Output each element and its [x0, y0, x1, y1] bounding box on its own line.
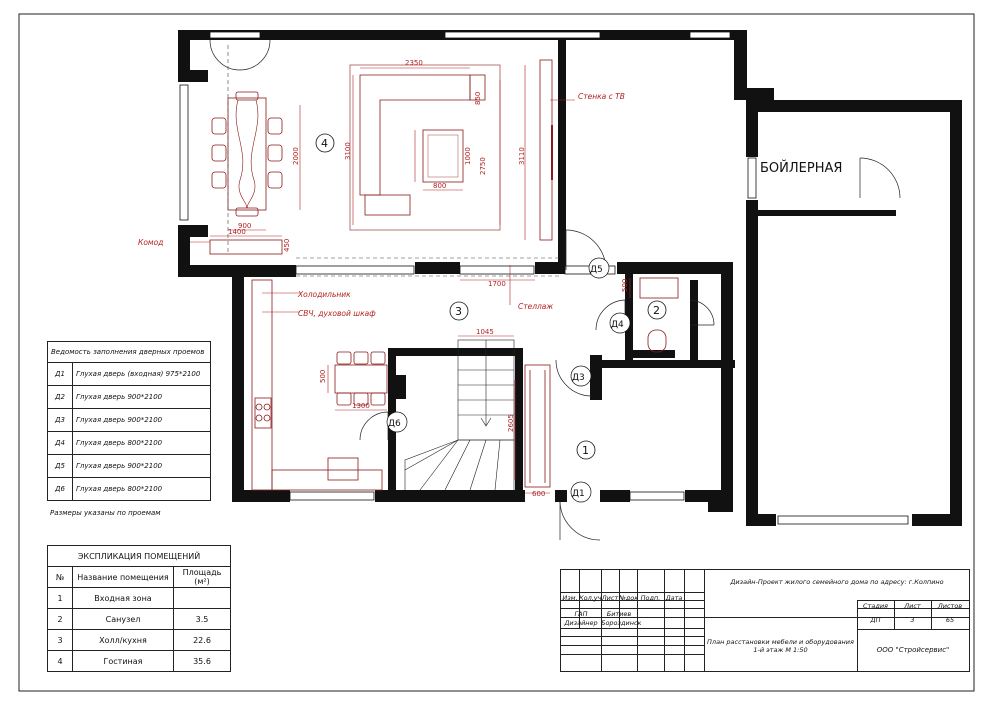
- dim-kitchen-table-h: 500: [319, 370, 327, 383]
- door-d3: Д3: [572, 373, 585, 383]
- room-number-2: 2: [653, 304, 660, 317]
- dim-dining-h: 2000: [292, 147, 300, 165]
- stamp-company: ООО "Стройсервис": [876, 646, 950, 654]
- stamp-project-title: Дизайн-Проект жилого семейного дома по а…: [730, 578, 944, 586]
- door-d5: Д5: [590, 265, 603, 275]
- stamp-col-izm: Изм.: [562, 594, 578, 602]
- dim-table-w: 800: [433, 182, 446, 190]
- label-fridge: Холодильник: [297, 290, 351, 299]
- dim-shelf-w: 1700: [488, 280, 506, 288]
- dim-living-h2: 3110: [518, 147, 526, 165]
- room-number-3: 3: [455, 305, 462, 318]
- dim-kitchen-table-w: 1300: [352, 402, 370, 410]
- dashed-lines: [227, 45, 560, 277]
- dim-bath-d: 500: [621, 279, 629, 292]
- stamp-col-list: Лист: [601, 594, 619, 602]
- callout-labels: Стенка с ТВ Комод Холодильник СВЧ, духов…: [138, 92, 625, 318]
- dim-living-h: 3100: [344, 142, 352, 160]
- stamp-gap-label: ГАП: [574, 610, 588, 618]
- dim-dining-w2: 900: [238, 222, 251, 230]
- sheet-frame: [18, 13, 975, 692]
- door-markers: Д1 Д3 Д4 Д5 Д6: [386, 257, 631, 503]
- stamp-stage-label: Стадия: [863, 602, 888, 610]
- dim-living-w: 2350: [405, 59, 423, 67]
- room-number-4: 4: [321, 137, 328, 150]
- stamp-sheets: 65: [945, 616, 955, 624]
- room-number-1: 1: [582, 444, 589, 457]
- stamp-sheet-title: План расстановки мебели и оборудования 1…: [707, 638, 854, 654]
- boiler-room-title: БОЙЛЕРНАЯ: [760, 160, 842, 176]
- stamp-designer-name: Бороздинский: [601, 619, 641, 627]
- label-commode: Комод: [138, 238, 163, 247]
- label-oven: СВЧ, духовой шкаф: [298, 309, 376, 318]
- label-tv-wall: Стенка с ТВ: [578, 92, 625, 101]
- door-d1: Д1: [572, 489, 585, 499]
- dim-sofa-small: 850: [474, 92, 482, 105]
- stairs: [404, 339, 515, 491]
- walls: [178, 30, 962, 526]
- rooms-col-name: Название помещения: [72, 566, 174, 588]
- rooms-table: ЭКСПЛИКАЦИЯ ПОМЕЩЕНИЙ № Название помещен…: [47, 545, 231, 672]
- stamp-gap-name: Битиев: [606, 610, 632, 618]
- dim-stair-bottom: 600: [532, 490, 545, 498]
- dim-dining-w: 1400: [228, 228, 246, 236]
- rooms-table-title: ЭКСПЛИКАЦИЯ ПОМЕЩЕНИЙ: [47, 545, 231, 567]
- door-d6: Д6: [388, 419, 401, 429]
- dimensions-note: Размеры указаны по проемам: [50, 509, 161, 517]
- rooms-col-area: Площадь (м²): [173, 566, 231, 588]
- door-d4: Д4: [611, 320, 624, 330]
- dimension-lines: [190, 65, 631, 494]
- stamp-sheet: 3: [910, 616, 915, 624]
- doors-table-title: Ведомость заполнения дверных проемов: [47, 341, 211, 363]
- dimension-texts: 2350 850 3100 3110 1000 800 2750 2000 90…: [228, 59, 629, 498]
- stamp-col-data: Дата: [665, 594, 683, 602]
- dim-rug-h: 2750: [479, 157, 487, 175]
- room-number-markers: 1 2 3 4: [315, 133, 667, 460]
- label-shelf: Стеллаж: [518, 302, 553, 311]
- stamp-col-kolich: Кол.уч: [579, 594, 601, 602]
- dim-table-h: 1000: [464, 147, 472, 165]
- dim-stair-w: 1045: [476, 328, 494, 336]
- furniture: [209, 59, 679, 491]
- title-block: Изм. Кол.уч Лист №док Подп. Дата ГАП Бит…: [560, 569, 970, 672]
- stamp-designer-label: Дизайнер: [564, 619, 598, 627]
- dim-commode-d: 450: [283, 239, 291, 252]
- stamp-sheet-label: Лист: [904, 602, 921, 610]
- stamp-sheets-label: Листов: [937, 602, 963, 610]
- stamp-stage: ДП: [870, 616, 881, 624]
- stamp-col-podp: Подп.: [640, 594, 661, 602]
- rooms-col-num: №: [47, 566, 73, 588]
- stamp-col-ndoc: №док: [619, 594, 637, 602]
- dim-stair-h: 2605: [507, 414, 515, 432]
